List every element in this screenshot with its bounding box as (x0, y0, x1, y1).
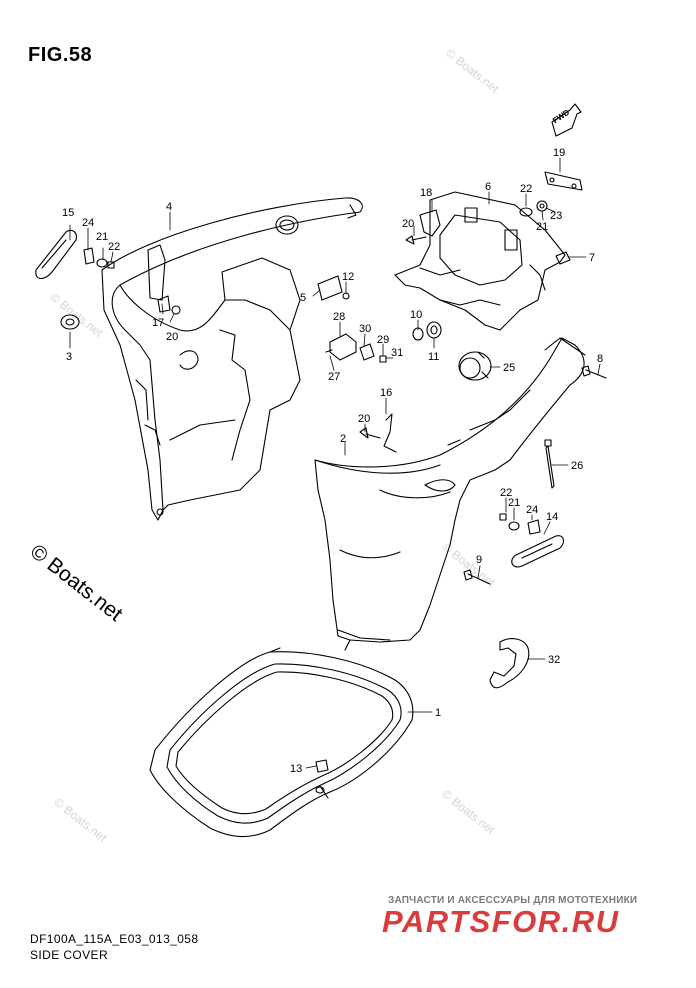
part-30-connector (359, 343, 375, 361)
callout-32: 32 (548, 654, 560, 666)
callout-3: 3 (66, 351, 72, 363)
part-6-bracket (394, 191, 566, 331)
callout-24: 24 (526, 504, 538, 516)
part-29-nut (379, 355, 387, 363)
fwd-arrow-icon (551, 103, 582, 137)
part-8-bolt (581, 365, 607, 379)
part-4-left-side-cover (101, 197, 363, 521)
part-18-clip (419, 209, 441, 237)
callout-23: 23 (550, 210, 562, 222)
callout-11: 11 (428, 351, 439, 363)
callout-16: 16 (380, 387, 392, 399)
part-26-tie (544, 439, 555, 489)
callout-26: 26 (571, 460, 583, 472)
callout-20: 20 (402, 218, 414, 230)
callout-14: 14 (546, 511, 558, 523)
callout-7: 7 (589, 252, 595, 264)
callout-27: 27 (328, 371, 340, 383)
callout-2: 2 (340, 433, 346, 445)
callout-20: 20 (166, 331, 178, 343)
callout-13: 13 (290, 763, 302, 775)
callout-6: 6 (485, 181, 491, 193)
callout-22: 22 (520, 183, 532, 195)
callout-1: 1 (435, 707, 441, 719)
callout-21: 21 (96, 231, 108, 243)
callout-22: 22 (108, 241, 120, 253)
brand-logo: PARTSFOR.RU (382, 904, 620, 939)
part-23-grommet (536, 200, 548, 212)
callout-labels: 1 2 3 4 5 6 7 8 9 10 11 12 13 14 15 16 1… (62, 147, 603, 775)
part-20-bolt (359, 427, 381, 439)
part-1-seal-frame (149, 647, 414, 838)
callout-31: 31 (391, 347, 403, 359)
part-3-grommet (60, 314, 80, 330)
callout-5: 5 (300, 292, 306, 304)
callout-28: 28 (333, 311, 345, 323)
figure-code: DF100A_115A_E03_013_058 (30, 932, 199, 946)
callout-15: 15 (62, 207, 74, 219)
part-21-washer (96, 258, 520, 531)
part-11-grommet (426, 321, 442, 339)
callout-10: 10 (410, 309, 422, 321)
part-32-hook (489, 638, 530, 689)
callout-8: 8 (597, 353, 603, 365)
part-13-clip (315, 759, 329, 773)
callout-17: 17 (152, 317, 164, 329)
callout-21: 21 (508, 497, 520, 509)
part-20-bolt (405, 235, 427, 245)
callout-12: 12 (342, 271, 354, 283)
part-28-switch (325, 333, 357, 361)
leader-lines (69, 157, 601, 769)
brand-subtitle: ЗАПЧАСТИ И АКСЕССУАРЫ ДЛЯ МОТОТЕХНИКИ (388, 895, 638, 906)
callout-21: 21 (536, 221, 548, 233)
part-7-nut (555, 251, 571, 265)
part-22-nut (107, 261, 507, 521)
callout-9: 9 (476, 554, 482, 566)
callout-19: 19 (553, 147, 565, 159)
callout-4: 4 (166, 201, 172, 213)
part-25-mount (458, 351, 492, 381)
callout-24: 24 (82, 217, 94, 229)
part-16-clip (383, 413, 397, 453)
part-22-washer (519, 207, 533, 217)
callout-25: 25 (503, 362, 515, 374)
part-19-plate (544, 171, 583, 191)
figure-title: FIG.58 (28, 44, 93, 66)
callout-30: 30 (359, 323, 371, 335)
part-9-bolt (463, 569, 491, 585)
part-24-grommet (83, 247, 541, 535)
callout-18: 18 (420, 187, 432, 199)
callout-22: 22 (500, 487, 512, 499)
callout-20: 20 (358, 413, 370, 425)
callout-29: 29 (377, 334, 389, 346)
part-17-clamp (157, 295, 181, 315)
figure-name: SIDE COVER (30, 948, 109, 962)
part-14-handle (511, 535, 565, 568)
part-2-right-side-cover (314, 337, 586, 651)
